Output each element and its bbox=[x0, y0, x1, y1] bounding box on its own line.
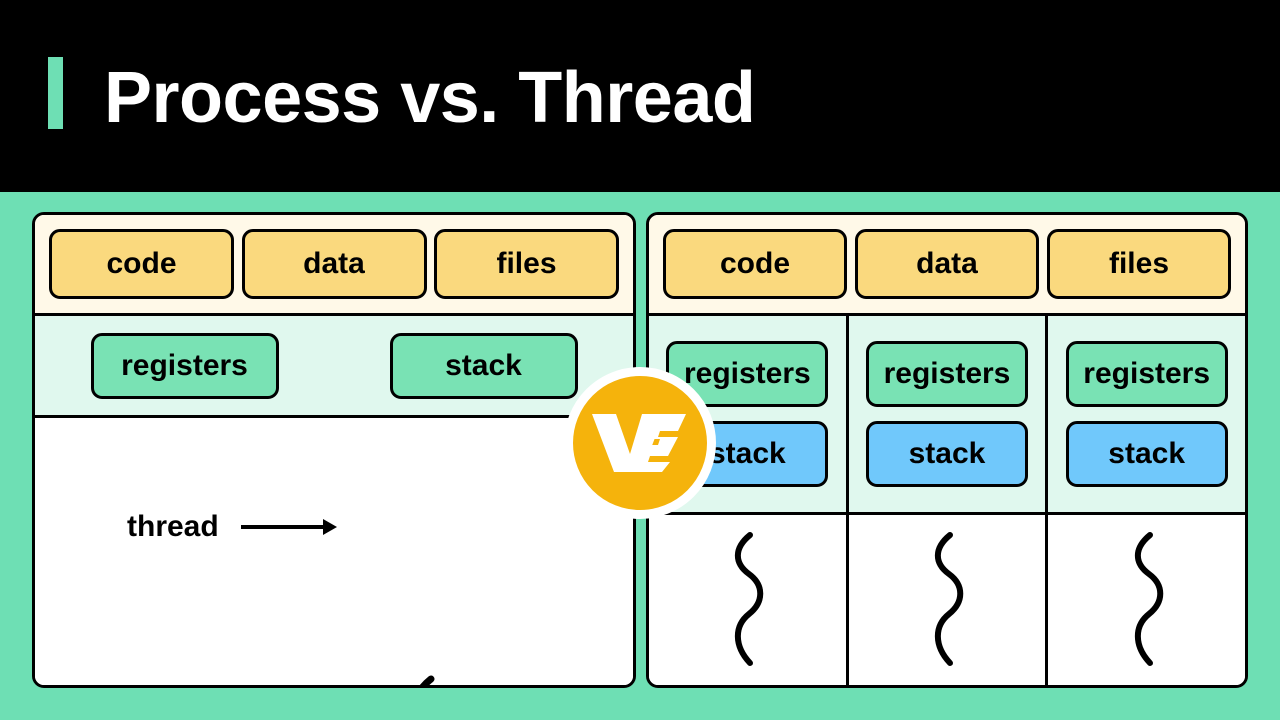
thread-column: registers stack bbox=[1045, 316, 1245, 685]
process-thread-annotation: thread bbox=[35, 510, 633, 544]
process-chip-data: data bbox=[241, 229, 427, 299]
thread-columns: registers stack registers stack bbox=[649, 316, 1245, 685]
thread-chip-registers: registers bbox=[866, 341, 1028, 407]
process-thread-resources-row: registers stack bbox=[35, 316, 633, 418]
process-thread-area: thread bbox=[35, 418, 633, 685]
process-chip-registers: registers bbox=[90, 332, 279, 399]
thread-column-resources: registers stack bbox=[1048, 316, 1245, 515]
process-panel: code data files registers stack thread bbox=[32, 212, 636, 688]
page-title: Process vs. Thread bbox=[104, 58, 756, 138]
thread-chip-stack: stack bbox=[1065, 421, 1228, 487]
thread-chip-code: code bbox=[663, 229, 847, 299]
arrow-right-icon bbox=[240, 519, 337, 535]
process-chip-files: files bbox=[434, 229, 619, 299]
thread-chip-registers: registers bbox=[1065, 341, 1228, 407]
thread-column-squiggle-area bbox=[1048, 515, 1245, 685]
thread-chip-data: data bbox=[855, 229, 1039, 299]
process-chip-code: code bbox=[49, 229, 234, 299]
versus-badge bbox=[564, 367, 716, 519]
thread-label: thread bbox=[127, 510, 219, 543]
thread-column-squiggle-area bbox=[649, 515, 846, 685]
thread-squiggle-icon bbox=[1134, 532, 1163, 666]
slide-header: Process vs. Thread bbox=[0, 0, 1280, 192]
thread-squiggle-icon bbox=[735, 532, 764, 666]
thread-squiggle-icon bbox=[934, 532, 964, 666]
thread-chip-files: files bbox=[1047, 229, 1231, 299]
thread-squiggle-icon bbox=[420, 675, 435, 685]
thread-shared-resources-row: code data files bbox=[649, 215, 1245, 316]
process-shared-resources-row: code data files bbox=[35, 215, 633, 316]
title-accent-bar bbox=[48, 57, 63, 129]
thread-column: registers stack bbox=[845, 316, 1046, 685]
thread-panel: code data files registers stack register… bbox=[646, 212, 1248, 688]
vs-icon bbox=[592, 414, 686, 472]
thread-column-resources: registers stack bbox=[848, 316, 1046, 515]
thread-chip-stack: stack bbox=[866, 421, 1028, 487]
thread-column-squiggle-area bbox=[848, 515, 1046, 685]
process-chip-stack: stack bbox=[389, 332, 578, 399]
